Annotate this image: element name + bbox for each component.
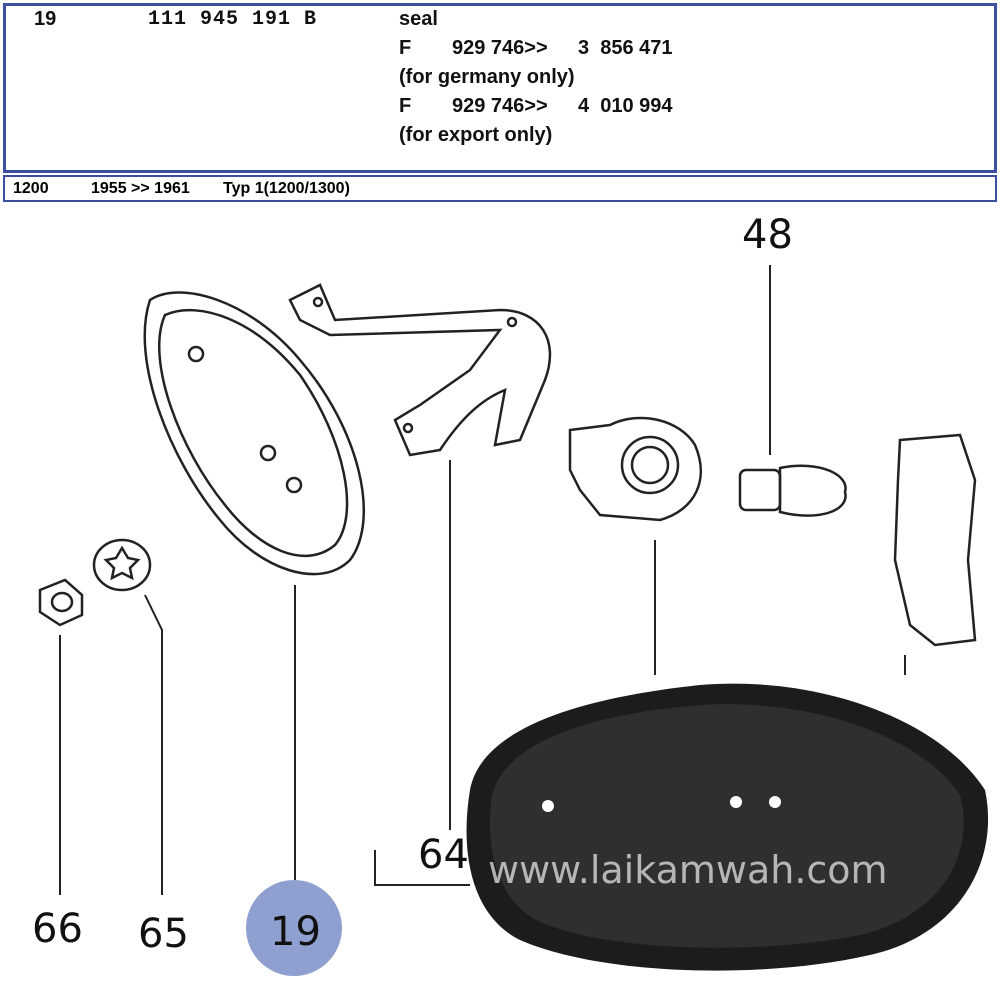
engine-label: 1200 (13, 180, 49, 197)
model-info-bar: 1200 1955 >> 1961 Typ 1(1200/1300) (3, 175, 997, 202)
gasket-outline-drawing (893, 433, 977, 647)
chassis-number: 4 010 994 (578, 95, 673, 117)
type-label: Typ 1(1200/1300) (223, 180, 350, 197)
watermark: www.laikamwah.com (488, 848, 888, 892)
chassis-prefix: F (399, 37, 412, 59)
chassis-note: (for germany only) (399, 66, 575, 88)
callout-48: 48 (742, 212, 793, 258)
chassis-from: 929 746>> (452, 95, 548, 117)
callout-highlight (246, 880, 342, 976)
washer-drawing (92, 538, 152, 592)
part-name: seal (399, 8, 438, 30)
chassis-note: (for export only) (399, 124, 553, 146)
part-position: 19 (34, 8, 57, 30)
part-number: 111 945 191 B (148, 8, 318, 31)
callout-19: 19 (270, 909, 321, 955)
chassis-from: 929 746>> (452, 37, 548, 59)
callout-66: 66 (32, 906, 83, 952)
bracket-drawing (288, 283, 552, 457)
part-entry-box (3, 3, 997, 173)
seal-photo (466, 683, 989, 971)
years-label: 1955 >> 1961 (91, 180, 190, 197)
leader-lines (59, 265, 906, 895)
callout-65: 65 (138, 911, 189, 957)
bulb-drawing (738, 464, 847, 517)
chassis-number: 3 856 471 (578, 37, 673, 59)
chassis-prefix: F (399, 95, 412, 117)
callout-64: 64 (418, 832, 469, 878)
seal-drawing (143, 291, 366, 576)
nut-drawing (38, 578, 84, 627)
bulb-socket-drawing (568, 416, 703, 522)
